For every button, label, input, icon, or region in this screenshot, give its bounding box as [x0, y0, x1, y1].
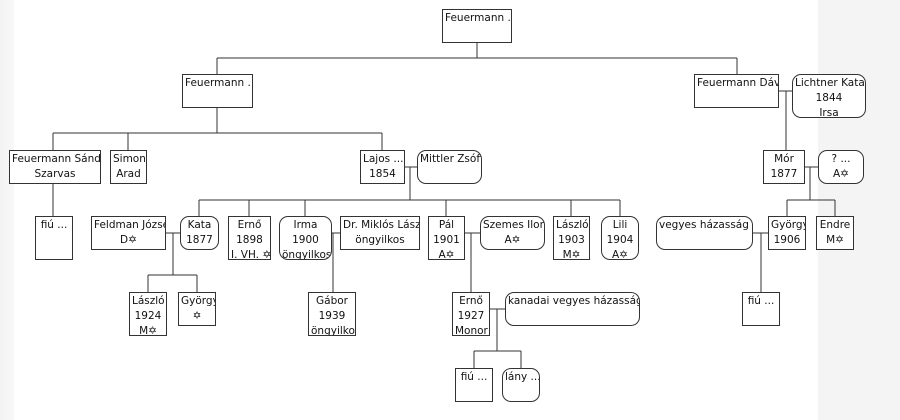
person-node-gyorgy2[interactable]: György ✡	[178, 292, 216, 326]
person-text-line: M✡	[139, 325, 157, 336]
person-text-line: fiú ...	[747, 295, 775, 307]
person-node-erno2-dau[interactable]: lány ...	[502, 368, 540, 402]
person-text-line: M✡	[826, 234, 844, 246]
person-node-irma[interactable]: Irma 1900 öngyilkos	[279, 216, 332, 260]
person-text-line: Dr. Miklós László	[343, 219, 419, 231]
person-text-line: I. VH. ✡	[231, 249, 271, 260]
right-side-panel	[818, 0, 900, 420]
person-node-vegyes[interactable]: vegyes házasság ...	[656, 216, 753, 250]
person-node-sandor-son[interactable]: fiú ...	[35, 216, 73, 260]
person-text-line: ✡	[192, 310, 202, 322]
person-text-line: Szarvas	[34, 168, 76, 180]
person-text-line: Feuermann ...	[185, 77, 253, 89]
person-text-line: 1939	[318, 310, 346, 322]
person-text-line: 1904	[606, 234, 634, 246]
person-text-line: Feuermann Sándor	[12, 153, 101, 165]
person-text-line: 1906	[773, 234, 801, 246]
person-text-line: Simon	[113, 153, 146, 165]
person-text-line: Feuermann Dávid	[697, 77, 778, 89]
person-text-line: László	[132, 295, 165, 307]
person-text-line: 1854	[369, 168, 396, 180]
left-margin-strip	[0, 0, 14, 420]
person-text-line: fiú ...	[40, 219, 68, 231]
person-text-line: Irma	[293, 219, 318, 231]
person-text-line: Gábor	[316, 295, 348, 307]
person-text-line: öngyilkos	[282, 249, 332, 260]
person-node-g1b[interactable]: Feuermann Dávid	[694, 74, 779, 108]
person-node-gabor[interactable]: Gábor 1939 öngyilkos	[308, 292, 356, 336]
person-text-line: György	[181, 295, 216, 307]
person-text-line: A✡	[438, 249, 455, 260]
person-node-root[interactable]: Feuermann ...	[442, 9, 512, 43]
person-text-line: 1877	[770, 168, 798, 180]
person-text-line: öngyilkos	[311, 325, 356, 336]
person-text-line: Mór	[774, 153, 794, 165]
person-text-line: Arad	[116, 168, 141, 180]
person-text-line: Kata	[187, 219, 212, 231]
person-text-line: A✡	[504, 234, 521, 246]
person-text-line: Lichtner Katalin	[795, 77, 865, 89]
person-text-line: Irsa	[819, 107, 839, 118]
person-text-line: M✡	[562, 249, 581, 260]
person-text-line: 1898	[236, 234, 263, 246]
person-text-line: László	[556, 219, 589, 231]
person-text-line: A✡	[612, 249, 628, 260]
person-node-mor-sp[interactable]: ? ... A✡	[818, 150, 864, 184]
person-text-line: 1901	[433, 234, 460, 246]
person-text-line: György	[771, 219, 806, 231]
person-text-line: fiú ...	[460, 371, 488, 383]
person-node-lajos-sp[interactable]: Mittler Zsófia	[417, 150, 482, 184]
person-node-kata[interactable]: Kata 1877	[180, 216, 219, 250]
person-text-line: D✡	[120, 234, 137, 246]
person-text-line: Pál	[438, 219, 455, 231]
person-text-line: 1877	[186, 234, 213, 246]
person-text-line: 1924	[134, 310, 162, 322]
person-text-line: 1900	[292, 234, 319, 246]
person-node-miklos[interactable]: Dr. Miklós László öngyilkos	[340, 216, 420, 250]
person-node-kanadai[interactable]: kanadai vegyes házasság ...	[505, 292, 640, 326]
person-text-line: Szemes Ilona	[483, 219, 544, 231]
person-node-mor[interactable]: Mór 1877	[763, 150, 805, 184]
person-text-line: Monor	[455, 325, 488, 336]
person-node-sandor[interactable]: Feuermann SándorSzarvas	[9, 150, 101, 184]
person-text-line: 1844	[815, 92, 843, 104]
person-text-line: 1927	[457, 310, 485, 322]
person-text-line: Lili	[612, 219, 628, 231]
person-node-gyorgy1-son[interactable]: fiú ...	[742, 292, 780, 326]
person-text-line: 1903	[558, 234, 585, 246]
person-text-line: A✡	[833, 168, 849, 180]
person-text-line: Ernő	[237, 219, 262, 231]
person-text-line: Feuermann ...	[445, 12, 512, 24]
person-node-szemes[interactable]: Szemes IlonaA✡	[480, 216, 545, 250]
person-node-gyorgy1[interactable]: György 1906	[768, 216, 806, 250]
person-text-line: kanadai vegyes házasság ...	[508, 295, 640, 307]
person-text-line: Ernő	[459, 295, 483, 307]
person-text-line: lány ...	[505, 371, 540, 383]
person-node-lajos[interactable]: Lajos ... 1854	[360, 150, 405, 184]
person-node-erno2-son[interactable]: fiú ...	[455, 368, 493, 402]
person-text-line: Feldman József	[94, 219, 166, 231]
person-text-line: ? ...	[831, 153, 851, 165]
person-text-line: Mittler Zsófia	[420, 153, 481, 165]
person-text-line: vegyes házasság ...	[659, 219, 753, 231]
person-node-erno1[interactable]: Ernő 1898 I. VH. ✡	[228, 216, 271, 260]
person-text-line: Endre	[819, 219, 851, 231]
person-node-g1a[interactable]: Feuermann ...	[182, 74, 253, 108]
person-text-line: Lajos ...	[363, 153, 404, 165]
person-text-line: öngyilkos	[355, 234, 405, 246]
